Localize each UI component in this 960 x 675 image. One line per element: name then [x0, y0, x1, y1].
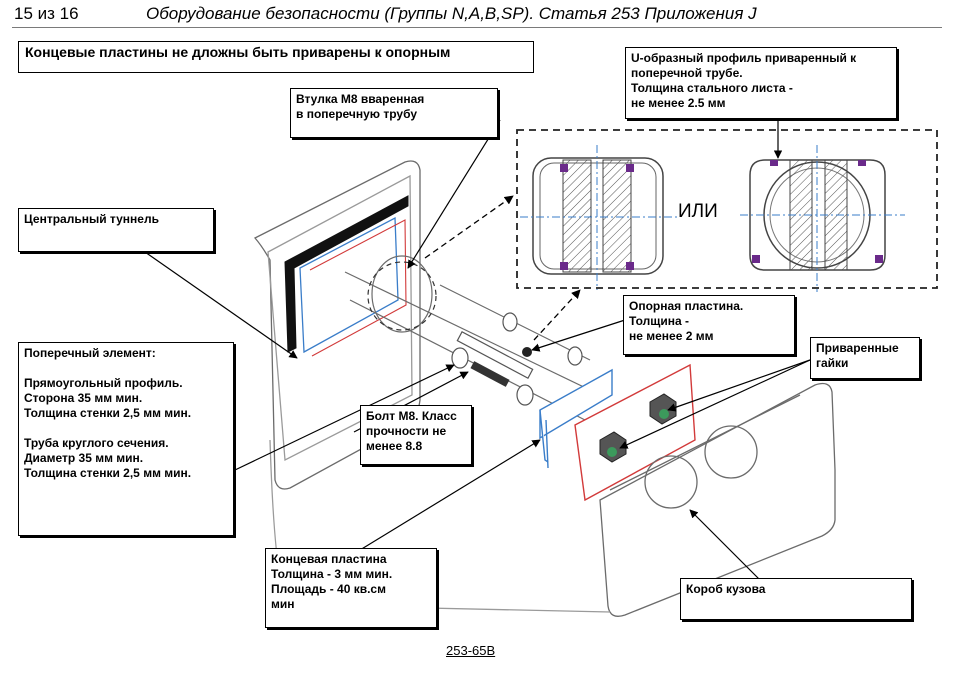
rect-profile-section — [520, 145, 680, 290]
u-profile-callout: U-образный профиль приваренный к попереч… — [625, 47, 897, 119]
detail-frame — [516, 129, 938, 289]
welded-nut-2 — [649, 393, 677, 425]
tunnel-callout: Центральный туннель — [18, 208, 214, 252]
body-box-callout: Короб кузова — [680, 578, 912, 620]
page-title: Оборудование безопасности (Группы N,A,B,… — [146, 4, 757, 23]
welded-nuts-callout: Приваренные гайки — [810, 337, 920, 379]
figure-number: 253-65B — [446, 643, 496, 658]
detail-circle — [367, 261, 437, 331]
header-divider — [12, 27, 942, 28]
round-profile-section — [740, 145, 905, 292]
bushing-callout: Втулка М8 вваренная в поперечную трубу — [290, 88, 498, 138]
dashed-leaders — [424, 195, 581, 341]
cross-member-tube — [344, 255, 591, 421]
support-plate-callout: Опорная пластина. Толщина - не менее 2 м… — [623, 295, 795, 355]
title-callout: Концевые пластины не дложны быть приваре… — [18, 41, 534, 73]
tunnel-plate-outline — [299, 216, 399, 354]
support-plate — [539, 368, 613, 469]
page-header: 15 из 16 Оборудование безопасности (Груп… — [0, 0, 960, 30]
cross-member-callout: Поперечный элемент: Прямоугольный профил… — [18, 342, 234, 536]
bolt-callout: Болт М8. Класс прочности не менее 8.8 — [360, 405, 472, 465]
bolt-assembly — [451, 312, 583, 406]
end-plate-callout: Концевая пластина Толщина - 3 мм мин. Пл… — [265, 548, 437, 628]
bolt-thread — [470, 361, 510, 387]
page-number: 15 из 16 — [14, 4, 79, 23]
welded-nut-1 — [599, 431, 627, 463]
bushing-dot — [522, 347, 532, 357]
or-label: ИЛИ — [678, 201, 718, 222]
